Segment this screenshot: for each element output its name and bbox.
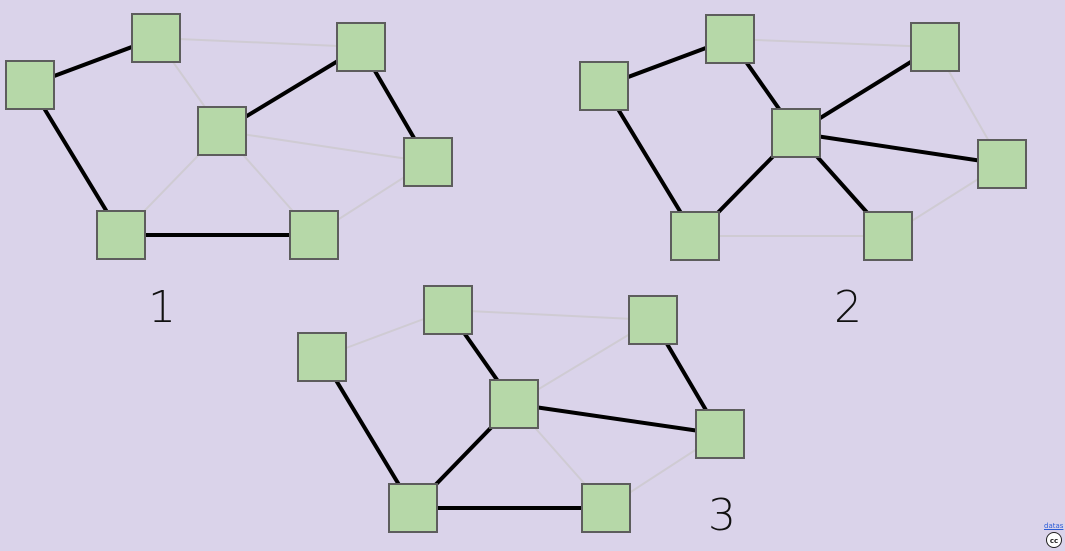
graph-2-label: 2 [834,282,862,333]
graph-2-node-C [910,22,960,72]
graph-1-node-D [197,106,247,156]
graph-3-label: 3 [708,490,736,541]
graph-3-node-A [297,332,347,382]
graph-3-node-E [695,409,745,459]
graph-2-node-F [670,211,720,261]
graph-1-node-C [336,22,386,72]
graph-1-node-A [5,60,55,110]
graph-3-node-F [388,483,438,533]
graph-3: 3 [297,285,745,541]
graph-2-node-D [771,108,821,158]
attribution: datas cc [1044,522,1065,551]
graph-2-edge-DE-selected [794,131,1004,166]
graph-2-node-G [863,211,913,261]
graph-2-node-B [705,14,755,64]
graph-1-node-F [96,210,146,260]
graph-3-edge-AF-selected [320,355,415,510]
graph-3-node-B [423,285,473,335]
graph-1-edge-DE-unselected [221,130,429,163]
graph-3-node-C [628,295,678,345]
graph-2-edge-BC-unselected [729,38,936,48]
attribution-link[interactable]: datas [1044,522,1064,530]
graph-1: 1 [5,13,453,333]
graph-3-node-G [581,483,631,533]
graph-1-node-B [131,13,181,63]
graph-3-node-D [489,379,539,429]
graph-2-node-A [579,61,629,111]
graph-1-node-E [403,137,453,187]
graph-1-node-G [289,210,339,260]
graph-1-edge-BC-unselected [155,37,362,48]
graph-1-label: 1 [148,282,176,333]
graph-2-node-E [977,139,1027,189]
graph-2: 2 [579,14,1027,333]
graph-3-edge-BC-unselected [447,309,654,321]
creative-commons-icon: cc [1046,532,1062,548]
graph-3-edge-DE-selected [512,402,722,436]
